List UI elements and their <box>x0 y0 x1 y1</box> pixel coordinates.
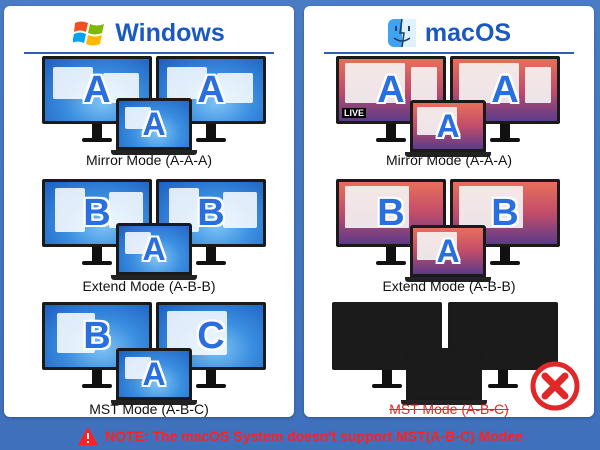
laptop: A <box>111 348 197 405</box>
screen-letter: A <box>436 108 460 144</box>
monitor-left: A LIVE <box>336 56 446 142</box>
macos-extend-caption: Extend Mode (A-B-B) <box>382 278 516 294</box>
windows-mst-setup: B C A <box>4 302 294 412</box>
macos-mirror-setup: A LIVE A A <box>304 56 594 166</box>
macos-mst-caption: MST Mode (A-B-C) <box>389 401 509 417</box>
monitor-right: C <box>156 302 266 388</box>
screen-letter: A <box>83 69 111 111</box>
windows-logo-icon <box>73 21 105 46</box>
screen-letter: B <box>197 192 225 234</box>
title-divider <box>324 52 574 54</box>
macos-extend-setup: B B A <box>304 179 594 289</box>
screen-letter: B <box>83 192 111 234</box>
screen-letter: A <box>142 231 166 267</box>
windows-mirror-setup: A A A <box>4 56 294 166</box>
windows-mst-caption: MST Mode (A-B-C) <box>89 401 209 417</box>
monitor-right <box>448 302 558 388</box>
screen-letter: C <box>197 315 225 357</box>
windows-extend-caption: Extend Mode (A-B-B) <box>82 278 216 294</box>
laptop: A <box>405 100 491 157</box>
windows-mirror-caption: Mirror Mode (A-A-A) <box>85 152 212 168</box>
windows-title: Windows <box>4 16 294 50</box>
screen-letter: A <box>377 69 405 111</box>
laptop: A <box>111 98 197 155</box>
finder-icon <box>387 18 416 48</box>
laptop: A <box>405 225 491 282</box>
windows-extend-setup: B B A <box>4 179 294 289</box>
macos-panel: macOS A LIVE A A <box>304 6 594 417</box>
screen-letter: A <box>142 356 166 392</box>
screen-letter: A <box>197 69 225 111</box>
monitor-right: A <box>450 56 560 142</box>
laptop: A <box>111 223 197 280</box>
screen-letter: B <box>491 192 519 234</box>
note-bar: NOTE: The macOS System doesn't support M… <box>0 424 600 448</box>
screen-letter: A <box>142 106 166 142</box>
monitor-left: B <box>42 302 152 388</box>
macos-mst-setup <box>304 302 594 412</box>
screen-letter: A <box>436 233 460 269</box>
screen-letter: B <box>83 315 111 357</box>
unsupported-x-icon <box>530 361 580 411</box>
macos-title-text: macOS <box>424 18 512 47</box>
macos-title: macOS <box>304 16 594 50</box>
note-text: NOTE: The macOS System doesn't support M… <box>105 428 523 444</box>
screen-letter: B <box>377 192 405 234</box>
title-divider <box>24 52 274 54</box>
laptop <box>401 348 487 405</box>
macos-mirror-caption: Mirror Mode (A-A-A) <box>385 152 512 168</box>
live-badge: LIVE <box>342 108 367 118</box>
screen-letter: A <box>491 69 519 111</box>
windows-title-text: Windows <box>115 18 225 47</box>
warning-icon <box>78 427 99 445</box>
windows-panel: Windows A A A Mirror <box>4 6 294 417</box>
